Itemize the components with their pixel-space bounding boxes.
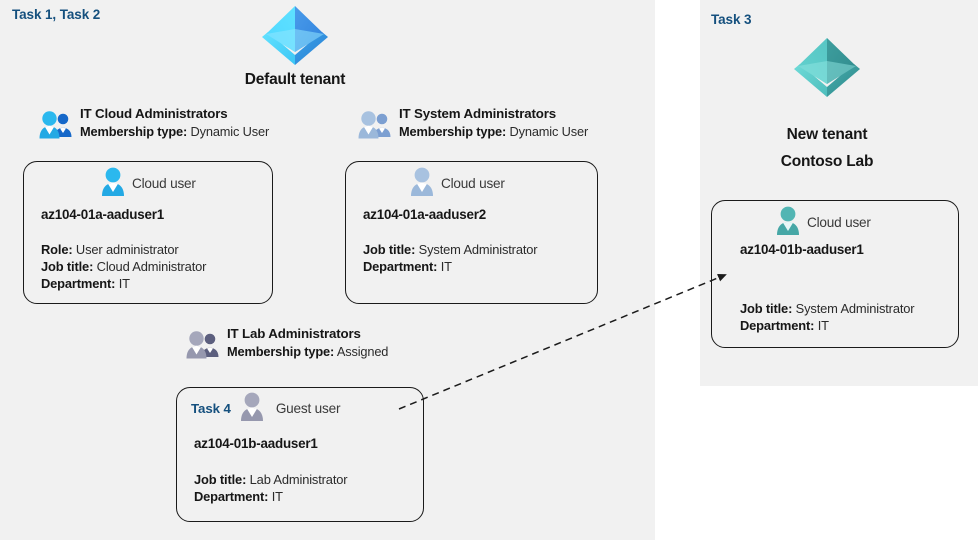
attr-label: Job title: — [740, 301, 793, 316]
user-type-label: Cloud user — [807, 214, 871, 230]
new-tenant-title-line1: New tenant — [786, 126, 868, 143]
attr-value: Lab Administrator — [249, 472, 348, 487]
attr-role: Role: User administrator — [41, 241, 272, 258]
group-name: IT Cloud Administrators — [80, 106, 228, 121]
task-label-right: Task 3 — [711, 12, 752, 27]
attr-department: Department: IT — [194, 488, 423, 505]
membership-label: Membership type: — [80, 124, 188, 139]
group-it-system-administrators: IT System Administrators Membership type… — [357, 106, 588, 139]
cloud-user-icon — [99, 166, 127, 201]
user-card-b-aaduser1[interactable]: Cloud user az104-01b-aaduser1 Job title:… — [711, 200, 959, 348]
group-users-icon — [38, 110, 74, 145]
user-card-aaduser1[interactable]: Cloud user az104-01a-aaduser1 Role: User… — [23, 161, 273, 304]
user-attributes: Job title: System Administrator Departme… — [363, 241, 597, 275]
user-type-label: Cloud user — [441, 175, 505, 191]
attr-label: Department: — [363, 259, 438, 274]
membership-value: Dynamic User — [190, 124, 270, 139]
membership-value: Dynamic User — [509, 124, 589, 139]
cloud-user-icon — [408, 166, 436, 201]
attr-label: Department: — [41, 276, 116, 291]
attr-job-title: Job title: Cloud Administrator — [41, 258, 272, 275]
attr-value: IT — [440, 259, 452, 274]
user-card-aaduser2[interactable]: Cloud user az104-01a-aaduser2 Job title:… — [345, 161, 598, 304]
attr-value: IT — [817, 318, 829, 333]
attr-department: Department: IT — [41, 275, 272, 292]
card-task-label: Task 4 — [191, 400, 231, 416]
membership-value: Assigned — [336, 344, 389, 359]
attr-value: IT — [271, 489, 283, 504]
user-principal-name: az104-01a-aaduser2 — [363, 207, 486, 222]
attr-job-title: Job title: Lab Administrator — [194, 471, 423, 488]
attr-label: Job title: — [363, 242, 416, 257]
group-membership: Membership type: Assigned — [227, 344, 388, 359]
user-principal-name: az104-01a-aaduser1 — [41, 207, 164, 222]
membership-label: Membership type: — [227, 344, 335, 359]
user-attributes: Job title: Lab Administrator Department:… — [194, 471, 423, 505]
attr-value: System Administrator — [418, 242, 538, 257]
default-tenant-title: Default tenant — [244, 71, 346, 88]
group-users-icon — [357, 110, 393, 145]
azure-ad-tenant-icon-default — [256, 3, 334, 65]
attr-job-title: Job title: System Administrator — [740, 300, 958, 317]
attr-job-title: Job title: System Administrator — [363, 241, 597, 258]
group-name: IT System Administrators — [399, 106, 556, 121]
user-card-guest-aaduser1[interactable]: Task 4 Guest user az104-01b-aaduser1 Job… — [176, 387, 424, 522]
attr-label: Department: — [194, 489, 269, 504]
task-label-left: Task 1, Task 2 — [12, 7, 101, 22]
group-it-lab-administrators: IT Lab Administrators Membership type: A… — [185, 326, 388, 359]
guest-user-icon — [238, 391, 266, 426]
attr-value: System Administrator — [795, 301, 915, 316]
attr-department: Department: IT — [363, 258, 597, 275]
azure-ad-tenant-icon-new — [788, 35, 866, 97]
user-type-label: Guest user — [275, 400, 341, 416]
user-type-label: Cloud user — [132, 175, 196, 191]
membership-label: Membership type: — [399, 124, 507, 139]
new-tenant-title-line2: Contoso Lab — [780, 153, 874, 170]
attr-label: Job title: — [194, 472, 247, 487]
attr-label: Role: — [41, 242, 73, 257]
card-header: Cloud user — [774, 205, 958, 239]
attr-label: Department: — [740, 318, 815, 333]
attr-value: Cloud Administrator — [96, 259, 207, 274]
attr-value: IT — [118, 276, 130, 291]
group-membership: Membership type: Dynamic User — [399, 124, 588, 139]
attr-value: User administrator — [75, 242, 179, 257]
card-header: Cloud user — [408, 166, 597, 200]
group-users-icon — [185, 330, 221, 365]
user-principal-name: az104-01b-aaduser1 — [740, 242, 864, 257]
user-principal-name: az104-01b-aaduser1 — [194, 436, 318, 451]
card-header: Cloud user — [99, 166, 272, 200]
group-membership: Membership type: Dynamic User — [80, 124, 269, 139]
user-attributes: Job title: System Administrator Departme… — [740, 300, 958, 334]
attr-label: Job title: — [41, 259, 94, 274]
default-tenant-panel — [0, 0, 655, 540]
user-attributes: Role: User administrator Job title: Clou… — [41, 241, 272, 292]
group-it-cloud-administrators: IT Cloud Administrators Membership type:… — [38, 106, 269, 139]
card-header: Task 4 Guest user — [191, 391, 423, 425]
cloud-user-icon — [774, 205, 802, 240]
group-name: IT Lab Administrators — [227, 326, 361, 341]
attr-department: Department: IT — [740, 317, 958, 334]
